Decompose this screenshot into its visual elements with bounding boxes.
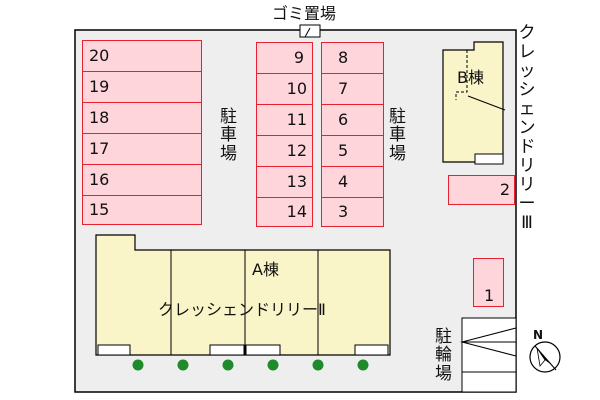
parking-space-20: 20 <box>82 40 202 72</box>
north-label: N <box>533 328 544 342</box>
tree-row <box>132 359 369 371</box>
tree-icon <box>357 359 369 371</box>
parking-space-19: 19 <box>82 71 202 103</box>
parking-space-9: 9 <box>256 42 313 74</box>
parking-space-17: 17 <box>82 133 202 165</box>
parking-space-13: 13 <box>256 166 313 198</box>
parking-space-6: 6 <box>321 104 384 136</box>
unit-entrance <box>354 344 389 356</box>
parking-space-15: 15 <box>82 195 202 225</box>
building-b-label: B棟 <box>457 68 484 87</box>
tree-icon <box>312 359 324 371</box>
bicycle-parking <box>461 317 517 393</box>
building-b-stair <box>455 50 468 100</box>
parking-label-left: 駐車場 <box>220 107 237 164</box>
parking-space-11: 11 <box>256 104 313 136</box>
garbage-station <box>299 24 321 38</box>
parking-space-10: 10 <box>256 73 313 105</box>
parking-space-8: 8 <box>321 42 384 74</box>
parking-space-7: 7 <box>321 73 384 105</box>
tree-icon <box>267 359 279 371</box>
parking-space-16: 16 <box>82 164 202 196</box>
parking-space-2: 2 <box>448 175 515 205</box>
parking-space-4: 4 <box>321 166 384 198</box>
tree-icon <box>222 359 234 371</box>
building-b <box>442 41 504 163</box>
unit-entrance <box>245 344 281 356</box>
unit-entrance <box>209 344 245 356</box>
parking-space-18: 18 <box>82 102 202 134</box>
parking-label-right: 駐車場 <box>389 107 406 164</box>
bicycle-parking-label: 駐輪場 <box>435 327 452 384</box>
garbage-station-label: ゴミ置場 <box>272 4 337 23</box>
building-a <box>95 234 391 356</box>
building-a-label: A棟 <box>252 260 279 279</box>
parking-space-1: 1 <box>473 258 504 307</box>
building-b-entrance <box>474 153 504 165</box>
parking-space-3: 3 <box>321 197 384 227</box>
parking-space-14: 14 <box>256 197 313 227</box>
tree-icon <box>132 359 144 371</box>
tree-icon <box>177 359 189 371</box>
unit-entrance <box>97 344 131 356</box>
parking-space-12: 12 <box>256 135 313 167</box>
building-a-name: クレッシェンドリリーⅡ <box>158 300 326 319</box>
parking-space-5: 5 <box>321 135 384 167</box>
north-compass-icon <box>529 341 561 373</box>
